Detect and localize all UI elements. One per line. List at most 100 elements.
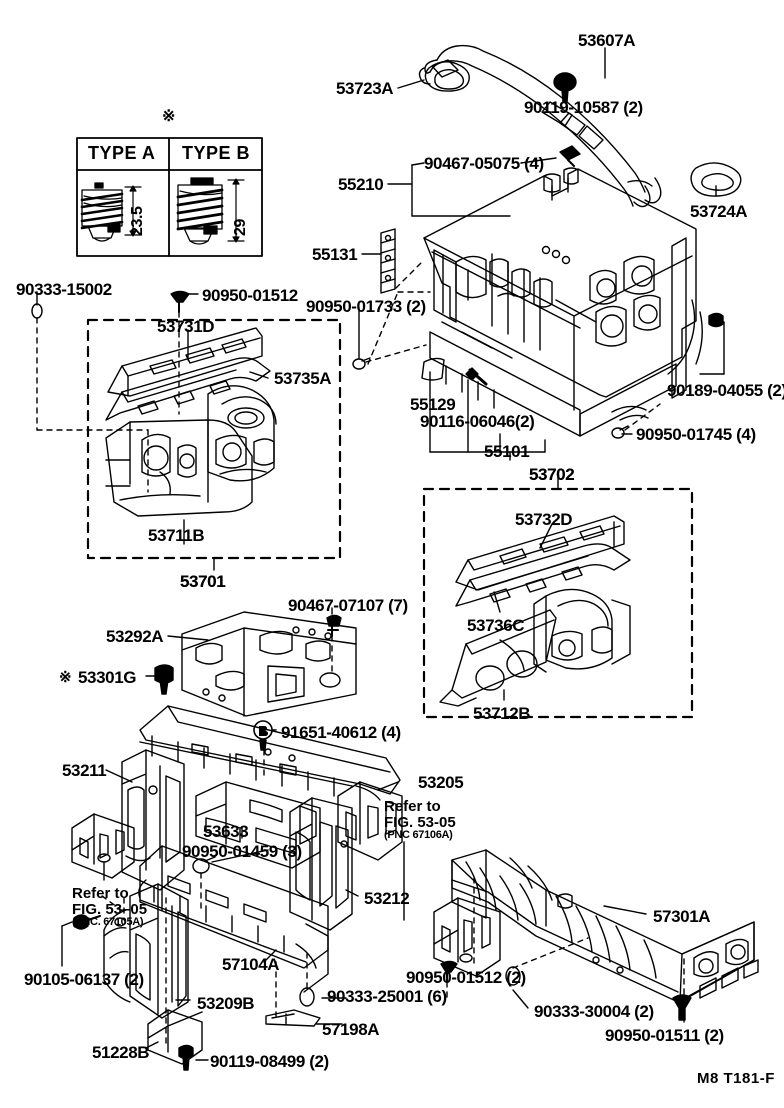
refer-note-left: Refer to FIG. 53–05 (PNC. 67105A) — [72, 886, 147, 929]
type-b-bolt-glyph — [176, 177, 224, 245]
refer-right-upper-shape — [337, 781, 403, 861]
callout-57198a: 57198A — [322, 1020, 380, 1039]
part-90950-01733-clip — [352, 357, 371, 370]
callout-57301a: 57301A — [653, 907, 711, 926]
part-90467-07107-clip — [326, 614, 342, 637]
callout-90467-07107: 90467-07107 (7) — [288, 596, 408, 615]
callout-90950-01745: 90950-01745 (4) — [636, 425, 756, 444]
part-57104a-shape — [138, 845, 329, 993]
callout-53711b: 53711B — [148, 526, 205, 545]
variant-dimension-type-b: 29 — [232, 219, 249, 236]
callout-90105-06137: 90105-06137 (2) — [24, 970, 144, 989]
part-57198a-shape — [265, 1009, 321, 1027]
callout-90950-01459: 90950-01459 (3) — [182, 842, 302, 861]
refer-note-right-pnc: (PNC 67106A) — [384, 829, 453, 842]
part-53723a-shape — [424, 61, 470, 92]
part-53724a-shape — [690, 162, 742, 197]
note-marker-53301g: ※ — [59, 669, 72, 686]
callout-57104a: 57104A — [222, 955, 280, 974]
callout-53205: 53205 — [418, 773, 464, 792]
part-53735a-shape — [105, 357, 271, 421]
callout-53723a: 53723A — [336, 79, 394, 98]
part-90467-05075-clip — [559, 145, 581, 167]
callout-53212: 53212 — [364, 889, 410, 908]
callout-91651-40612: 91651-40612 (4) — [281, 723, 401, 742]
callout-53292a: 53292A — [106, 627, 164, 646]
type-b-dimension-arrow — [227, 178, 245, 243]
part-53209b-shape — [103, 883, 189, 1019]
callout-53701: 53701 — [180, 572, 226, 591]
type-a-dimension-arrow — [124, 185, 142, 237]
type-a-bolt-glyph — [80, 182, 124, 242]
variant-dimension-type-a: 23.5 — [129, 206, 146, 236]
callout-90950-01511: 90950-01511 (2) — [605, 1026, 724, 1045]
part-55129-shape — [421, 357, 445, 381]
refer-note-left-line2: FIG. 53–05 — [72, 900, 148, 918]
callout-90189-04055: 90189-04055 (2) — [667, 381, 784, 400]
callout-90333-30004: 90333-30004 (2) — [534, 1002, 654, 1021]
part-90950-01745-clip — [611, 425, 629, 439]
callout-55210: 55210 — [338, 175, 384, 194]
part-90333-25001-grommet — [299, 987, 315, 1007]
group-label-53702: 53702 — [529, 465, 575, 484]
part-57301a-shape — [451, 849, 759, 1003]
refer-note-left-line1: Refer to — [72, 885, 129, 902]
part-53712b-shape — [439, 588, 631, 707]
part-90333-15002-ring — [31, 303, 43, 319]
callout-53633: 53633 — [203, 822, 249, 841]
part-90950-01511-clip — [672, 994, 692, 1021]
refer-note-right: Refer to FIG. 53-05 (PNC 67106A) — [384, 799, 456, 842]
part-51228b-shape — [147, 1009, 203, 1065]
part-90116-06046-screw — [465, 367, 488, 386]
callout-90950-01512-bot: 90950-01512 (2) — [406, 968, 526, 987]
part-53607a-shape — [418, 44, 662, 208]
callout-53712b: 53712B — [473, 704, 531, 723]
part-90333-30004-grommet — [505, 966, 521, 986]
refer-left-part-shape — [71, 813, 135, 879]
callout-53724a: 53724A — [690, 202, 748, 221]
refer-note-right-line2: FIG. 53-05 — [384, 813, 456, 831]
callout-53735a: 53735A — [274, 369, 332, 388]
part-90119-08499-bolt — [178, 1044, 194, 1071]
callout-90467-05075: 90467-05075 (4) — [424, 154, 544, 173]
refer-note-right-line1: Refer to — [384, 798, 441, 815]
part-55131-shape — [380, 228, 396, 294]
diagram-sheet-code: M8 T181-F — [697, 1070, 775, 1087]
part-53211-shape — [121, 749, 185, 891]
callout-53702: 53702 — [529, 465, 575, 484]
part-53711b-shape — [105, 385, 277, 517]
group-label-53701: 53701 — [180, 572, 226, 591]
part-91651-40612-bolt — [253, 720, 273, 751]
callout-53211: 53211 — [62, 761, 107, 780]
callout-90119-08499: 90119-08499 (2) — [210, 1052, 329, 1071]
callout-55129: 55129 — [410, 395, 456, 414]
callout-90333-25001: 90333-25001 (6) — [327, 987, 447, 1006]
part-90105-06137-bolt — [73, 914, 101, 930]
part-90189-04055-nut — [708, 312, 724, 328]
leader-lines-dashed — [36, 259, 685, 1047]
callout-51228b: 51228B — [92, 1043, 150, 1062]
part-53736c-shape — [455, 543, 631, 607]
callout-90950-01733: 90950-01733 (2) — [306, 297, 426, 316]
callout-55131: 55131 — [312, 245, 358, 264]
callout-53731d: 53731D — [157, 317, 215, 336]
part-53292a-shape — [181, 611, 357, 717]
part-53731d-shape — [107, 327, 263, 397]
callout-53732d: 53732D — [515, 510, 573, 529]
callout-53209b: 53209B — [197, 994, 255, 1013]
variant-table-header-type-b: TYPE B — [182, 143, 251, 163]
refer-note-left-pnc: (PNC. 67105A) — [72, 916, 144, 929]
variant-table-frame — [76, 137, 263, 257]
callout-90333-15002: 90333-15002 — [16, 280, 112, 299]
variant-table-header-type-a: TYPE A — [88, 143, 156, 163]
note-marker-top: ※ — [162, 108, 176, 125]
part-53205-shape — [139, 705, 401, 801]
leader-lines — [36, 47, 725, 1061]
callout-55101: 55101 — [484, 442, 530, 461]
part-55101-dash-panel — [423, 167, 703, 437]
callout-90116-06046: 90116-06046(2) — [420, 412, 535, 431]
callout-53607a: 53607A — [578, 31, 636, 50]
callout-53736c: 53736C — [467, 616, 525, 635]
